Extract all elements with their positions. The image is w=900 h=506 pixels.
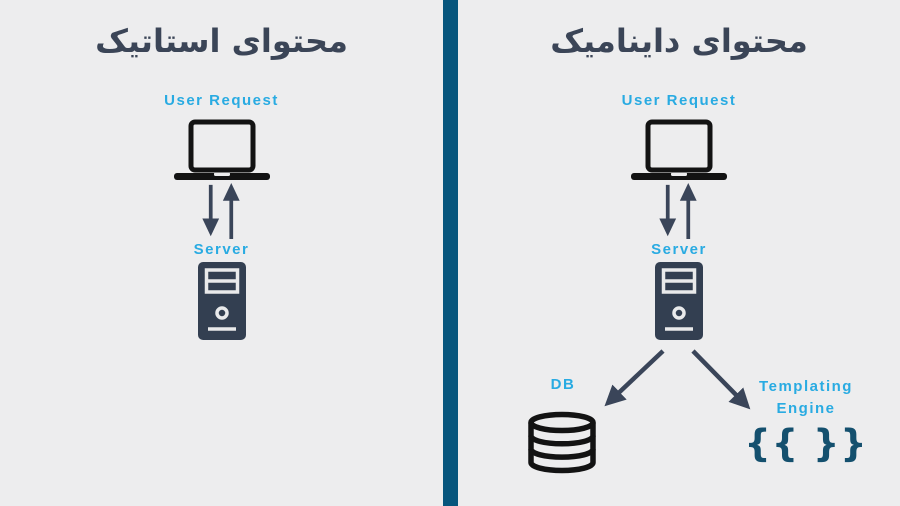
database-icon [528, 411, 596, 474]
server-tower-icon [655, 262, 703, 340]
right-server-label: Server [651, 241, 707, 258]
vertical-divider [443, 0, 458, 506]
left-panel-title: محتوای استاتیک [95, 22, 348, 60]
laptop-icon [174, 119, 270, 180]
request-response-arrows [202, 183, 240, 239]
right-panel-title: محتوای داینامیک [550, 22, 808, 60]
server-branch-arrows [604, 349, 751, 410]
templating-engine-label: Templating Engine [759, 378, 853, 417]
server-tower-icon [198, 262, 246, 340]
left-server-label: Server [193, 241, 250, 258]
left-user-request-label: User Request [164, 92, 279, 109]
request-response-arrows [659, 183, 697, 239]
template-braces-icon: {{ }} [744, 422, 868, 465]
right-user-request-label: User Request [621, 92, 737, 109]
db-label: DB [550, 376, 576, 393]
laptop-icon [631, 119, 727, 180]
